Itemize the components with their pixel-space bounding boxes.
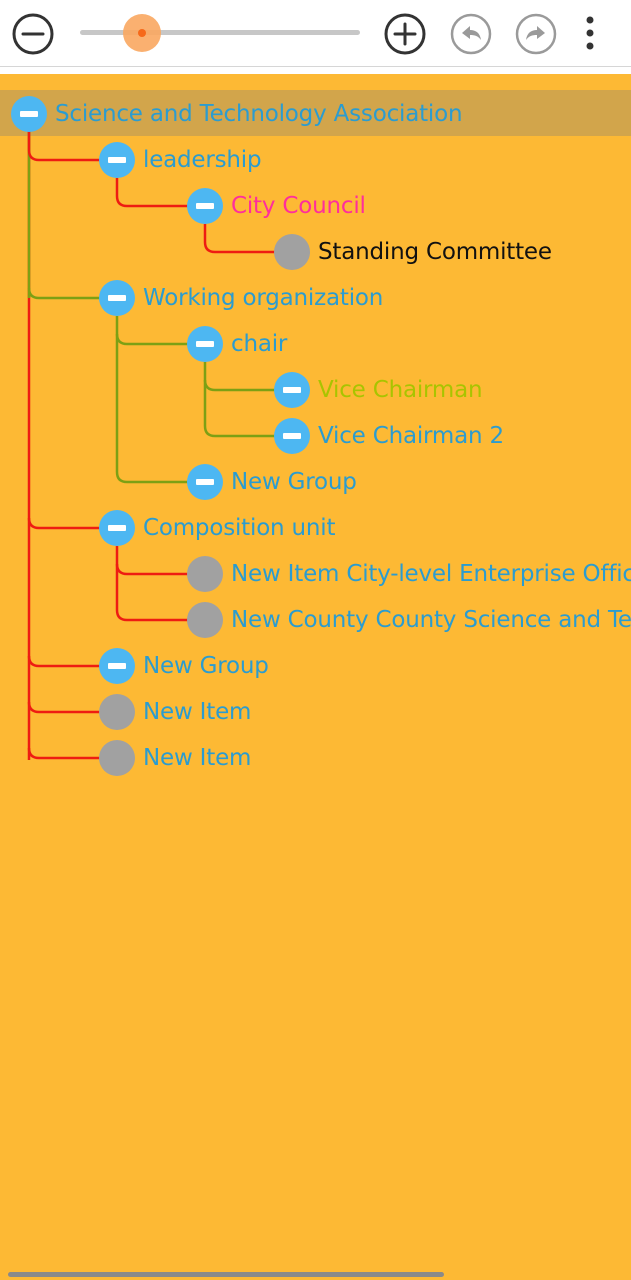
- collapse-icon[interactable]: [187, 326, 223, 362]
- minus-circle-icon: [12, 13, 54, 55]
- collapse-icon[interactable]: [187, 188, 223, 224]
- toolbar: [0, 0, 631, 67]
- collapse-icon[interactable]: [99, 142, 135, 178]
- zoom-slider[interactable]: [80, 30, 360, 35]
- leaf-icon: [99, 694, 135, 730]
- plus-circle-icon: [384, 13, 426, 55]
- collapse-icon[interactable]: [99, 510, 135, 546]
- node-label: New Item: [143, 745, 252, 771]
- collapse-icon[interactable]: [11, 96, 47, 132]
- connector-line: [115, 316, 205, 484]
- connector-line: [203, 224, 292, 254]
- node-label: Composition unit: [143, 515, 336, 541]
- leaf-icon: [99, 740, 135, 776]
- connector-line: [115, 178, 205, 208]
- undo-icon: [450, 13, 492, 55]
- connector-line: [115, 564, 205, 622]
- node-label: leadership: [143, 147, 262, 173]
- node-label: New Group: [143, 653, 269, 679]
- tree-connectors: [27, 130, 292, 760]
- collapse-icon[interactable]: [274, 372, 310, 408]
- connector-line: [203, 380, 292, 438]
- zoom-in-button[interactable]: [384, 13, 426, 55]
- more-options-button[interactable]: [572, 13, 608, 55]
- undo-button[interactable]: [450, 13, 492, 55]
- zoom-out-button[interactable]: [12, 13, 54, 55]
- zoom-slider-thumb[interactable]: [137, 29, 146, 37]
- selected-row-highlight: [0, 90, 631, 136]
- node-label: Standing Committee: [318, 239, 552, 265]
- redo-icon: [515, 13, 557, 55]
- connector-line: [27, 517, 117, 530]
- node-label: Working organization: [143, 285, 384, 311]
- collapse-icon[interactable]: [99, 280, 135, 316]
- leaf-icon: [187, 556, 223, 592]
- leaf-icon: [274, 234, 310, 270]
- node-label: New Item: [143, 699, 252, 725]
- collapse-icon[interactable]: [274, 418, 310, 454]
- node-label: chair: [231, 331, 288, 357]
- leaf-icon: [187, 602, 223, 638]
- connector-line: [27, 130, 117, 162]
- node-label: City Council: [231, 193, 366, 219]
- toolbar-divider: [0, 67, 631, 74]
- connector-line: [27, 655, 117, 668]
- redo-button[interactable]: [515, 13, 557, 55]
- collapse-icon[interactable]: [187, 464, 223, 500]
- node-label: New Item City-level Enterprise Office: [231, 561, 631, 587]
- node-label: Vice Chairman 2: [318, 423, 504, 449]
- node-label: New County County Science and Tech: [231, 607, 631, 633]
- connector-line: [27, 747, 117, 760]
- more-vert-icon: [586, 16, 594, 50]
- collapse-icon[interactable]: [99, 648, 135, 684]
- node-label: New Group: [231, 469, 357, 495]
- horizontal-scrollbar[interactable]: [8, 1272, 444, 1277]
- node-label: Vice Chairman: [318, 377, 483, 403]
- mindmap-canvas[interactable]: Science and Technology Association leade…: [0, 74, 631, 1280]
- connector-line: [27, 287, 117, 300]
- connector-line: [115, 333, 205, 346]
- node-label: Science and Technology Association: [55, 101, 463, 127]
- connector-line: [27, 701, 117, 714]
